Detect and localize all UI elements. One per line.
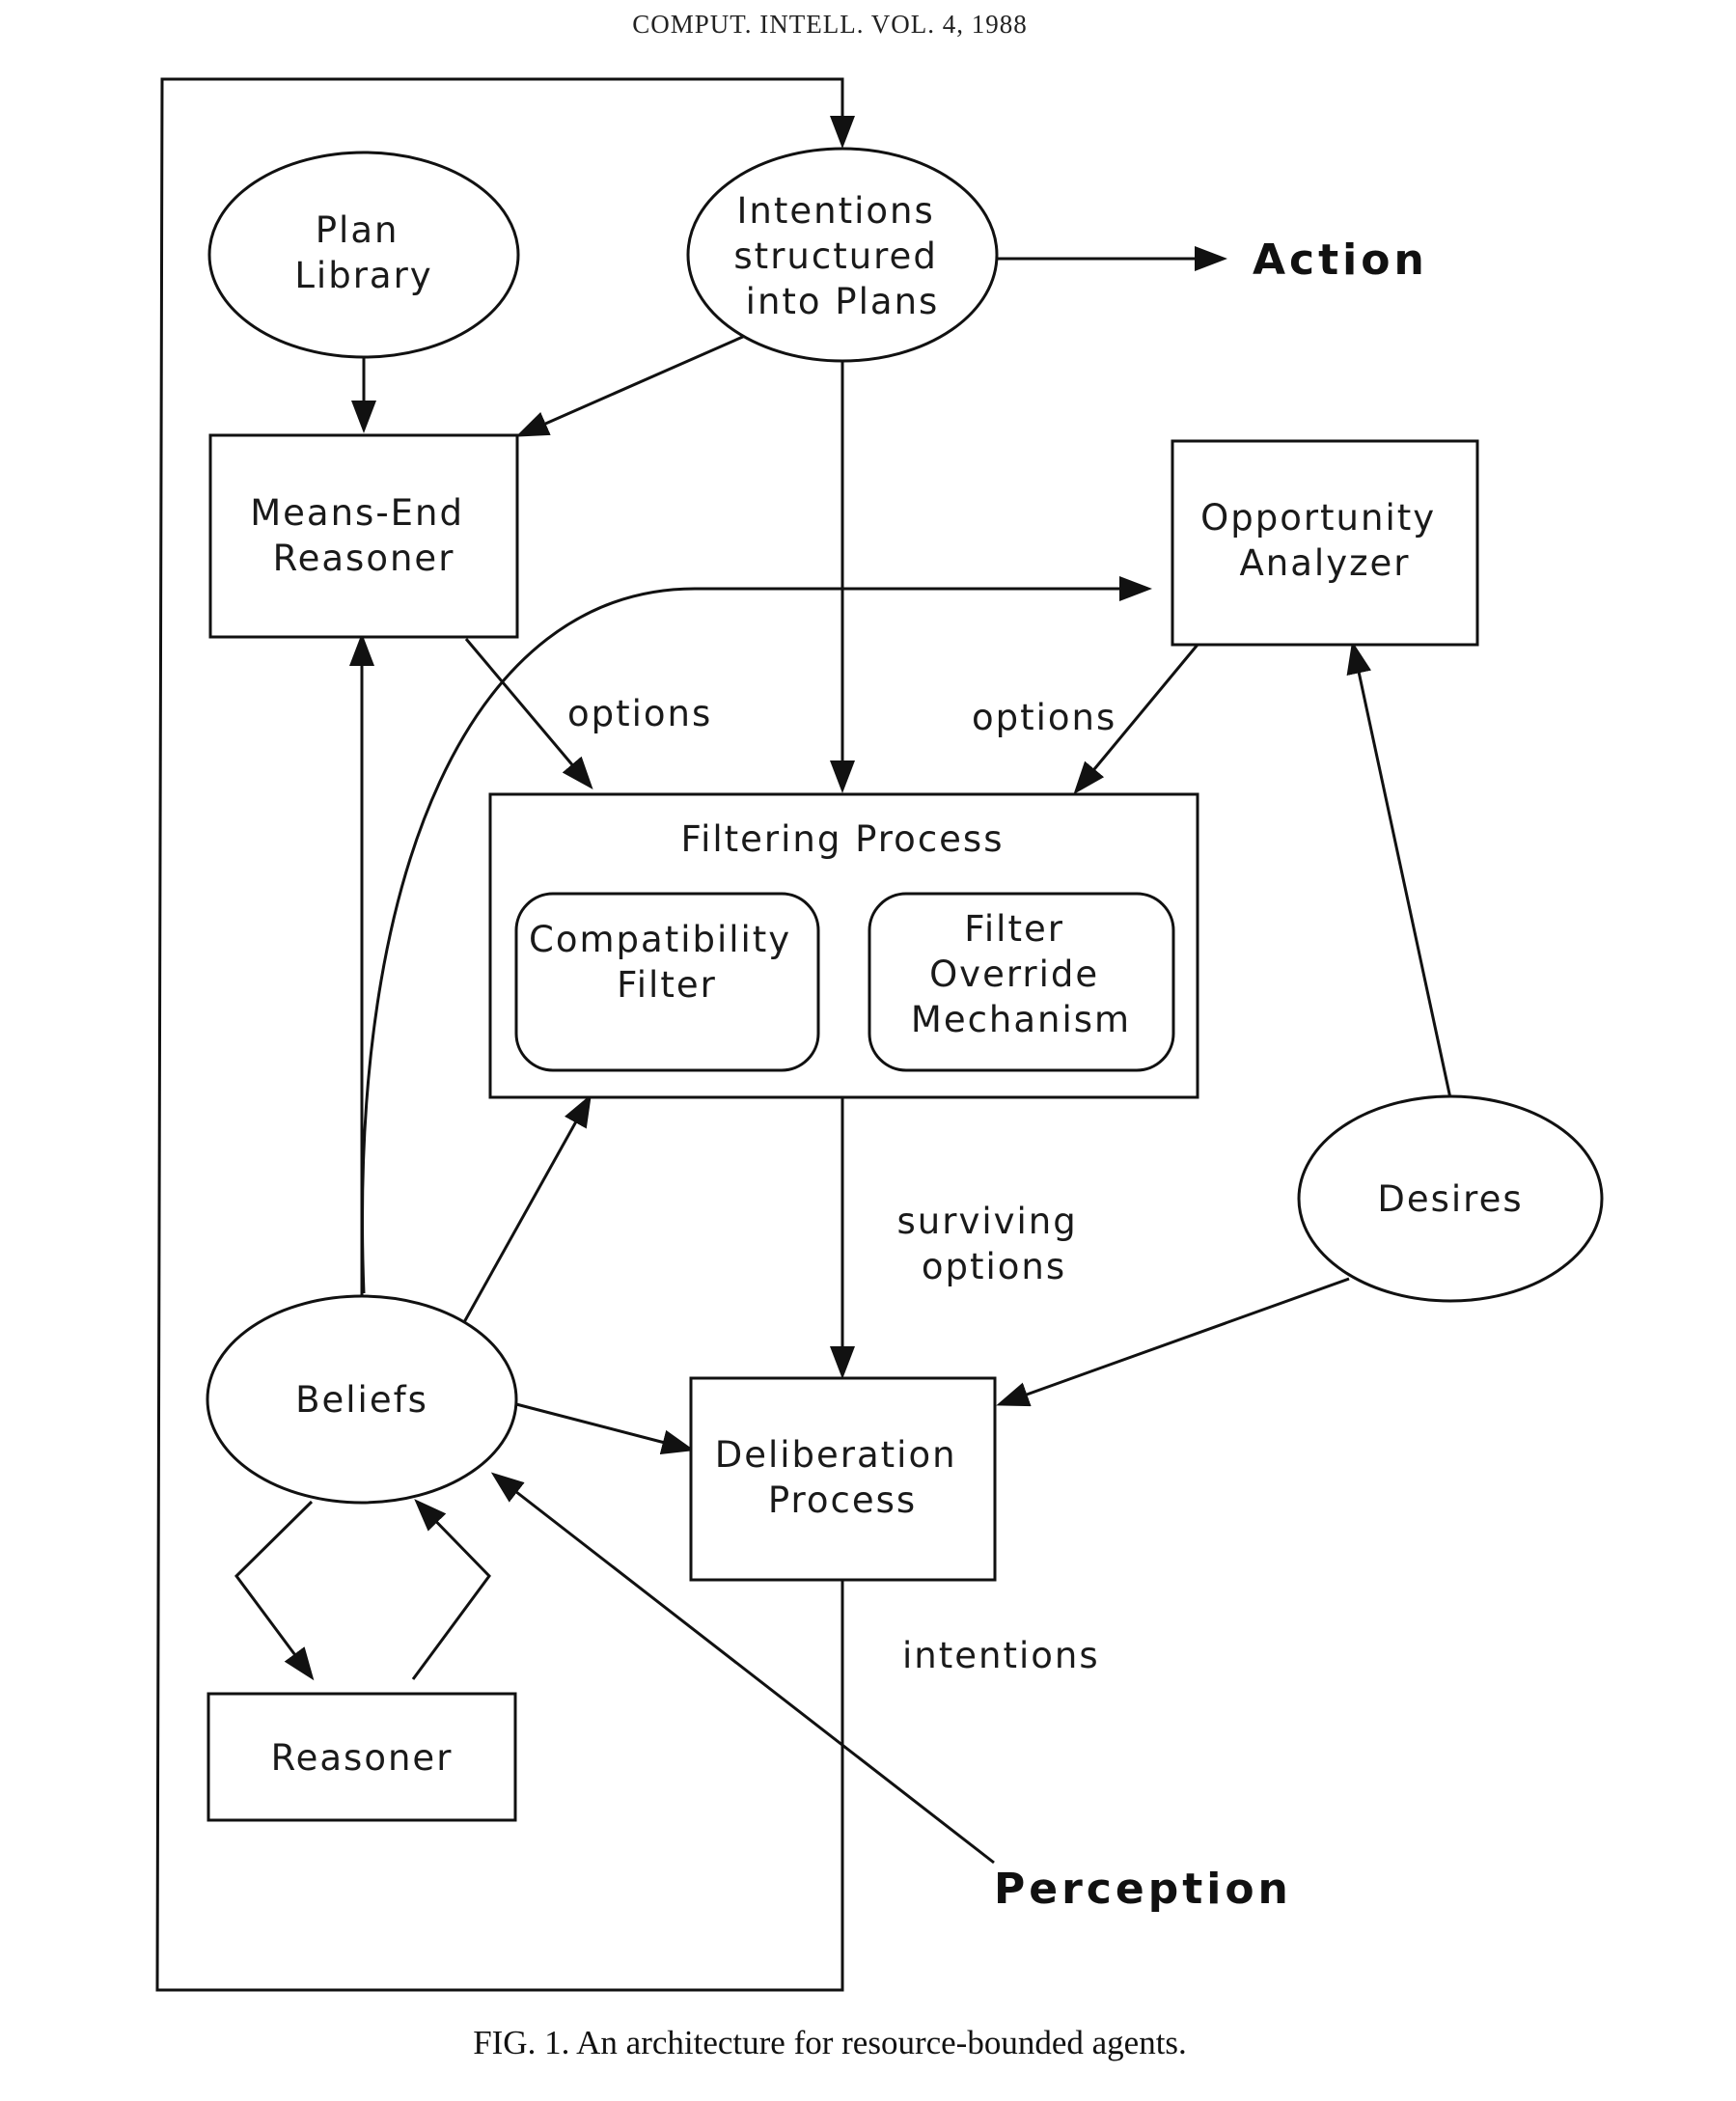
svg-text:Means-End Reasoner: Means-End Reasoner	[250, 492, 478, 579]
options-label-left: options	[567, 693, 712, 734]
intentions-label-1: Intentions	[736, 190, 934, 232]
edge-intentions-feedback-loop	[155, 77, 855, 1992]
override-label-1: Filter	[964, 908, 1064, 950]
edge-beliefs-deliberation	[515, 1402, 695, 1455]
desires-label: Desires	[1377, 1178, 1523, 1220]
svg-text:surviving options: surviving options	[897, 1201, 1091, 1287]
figure-caption: FIG. 1. An architecture for resource-bou…	[473, 2024, 1187, 2061]
plan-library-node	[207, 151, 520, 359]
means-end-reasoner-node	[208, 433, 519, 639]
svg-text:Plan Library: Plan Library	[294, 209, 432, 296]
options-label-right: options	[972, 697, 1116, 738]
edge-meansend-filtering	[464, 638, 593, 790]
edge-perception-beliefs	[490, 1472, 995, 1865]
intentions-label-3: into Plans	[746, 281, 940, 322]
intentions-node	[686, 147, 999, 363]
deliberation-process-node	[689, 1376, 997, 1582]
surviving-options-label-2: options	[922, 1246, 1066, 1287]
override-label-3: Mechanism	[911, 999, 1131, 1040]
svg-text:Deliberation Process: Deliberation Process	[715, 1434, 971, 1521]
desires-node	[1297, 1094, 1604, 1303]
svg-text:Intentions structured: Intentions structured into Plans	[733, 190, 951, 322]
edge-beliefs-opportunity	[361, 576, 1152, 1294]
svg-text:Opportunity Analyzer: Opportunity Analyzer	[1200, 497, 1449, 584]
opportunity-label-1: Opportunity	[1200, 497, 1436, 539]
intentions-edge-label: intentions	[902, 1635, 1100, 1676]
reasoner-node	[207, 1692, 517, 1822]
deliberation-label-2: Process	[768, 1479, 917, 1521]
deliberation-label-1: Deliberation	[715, 1434, 957, 1476]
edge-opportunity-filtering	[1073, 644, 1199, 795]
edge-beliefs-reasoner	[234, 1500, 315, 1681]
beliefs-node	[206, 1294, 518, 1505]
edge-intentions-meansend	[515, 334, 746, 437]
compatibility-filter-node	[514, 892, 820, 1072]
compatibility-label-2: Filter	[617, 964, 717, 1006]
opportunity-analyzer-node	[1171, 439, 1479, 647]
perception-label: Perception	[994, 1865, 1292, 1914]
surviving-options-label-1: surviving	[897, 1201, 1078, 1242]
override-label-2: Override	[929, 954, 1099, 995]
filter-override-node	[868, 892, 1175, 1072]
filtering-process-label: Filtering Process	[681, 818, 1005, 860]
journal-header: COMPUT. INTELL. VOL. 4, 1988	[632, 10, 1027, 39]
intentions-label-2: structured	[733, 235, 937, 277]
edge-desires-opportunity	[1346, 641, 1452, 1099]
plan-library-label-2: Library	[294, 255, 432, 296]
edge-beliefs-filtering	[462, 1093, 592, 1323]
means-end-label-1: Means-End	[250, 492, 464, 534]
svg-text:Filter Override Mechan: Filter Override Mechanism	[911, 908, 1131, 1040]
compatibility-label-1: Compatibility	[529, 919, 791, 960]
opportunity-label-2: Analyzer	[1239, 542, 1410, 584]
beliefs-label: Beliefs	[295, 1379, 428, 1421]
plan-library-label-1: Plan	[316, 209, 400, 251]
edge-reasoner-beliefs	[411, 1499, 491, 1680]
means-end-label-2: Reasoner	[273, 538, 455, 579]
reasoner-label: Reasoner	[271, 1737, 454, 1779]
action-label: Action	[1253, 235, 1428, 285]
edge-desires-deliberation	[996, 1277, 1350, 1407]
svg-text:Compatibility Filter: Compatibility Filter	[529, 919, 805, 1006]
